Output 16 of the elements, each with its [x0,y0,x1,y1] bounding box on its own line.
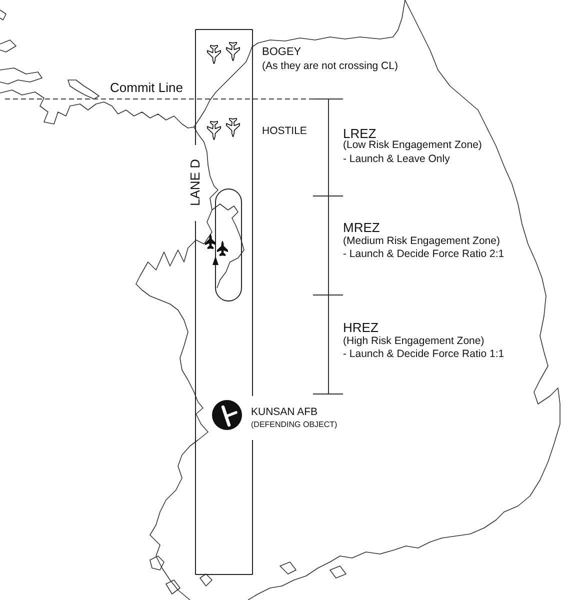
lane-label: LANE D [188,158,202,208]
line-label: Commit Line [110,80,183,95]
zone-title: HREZ [343,320,378,335]
zone-name: (Low Risk Engagement Zone) [343,139,482,151]
zone-name: (High Risk Engagement Zone) [343,335,484,347]
zone-title: LREZ [343,126,376,141]
track-status-label: BOGEY [262,46,302,59]
zone-name: (Medium Risk Engagement Zone) [343,235,500,247]
base-role: (DEFENDING OBJECT) [251,420,338,430]
zone-rule: - Launch & Decide Force Ratio 1:1 [343,348,504,360]
zone-rule: - Launch & Leave Only [343,153,450,165]
track-status-label: HOSTILE [262,125,307,137]
base-name: KUNSAN AFB [251,406,318,418]
zone-rule: - Launch & Decide Force Ratio 2:1 [343,248,504,260]
zone-title: MREZ [343,220,380,235]
status-note: (As they are not crossing CL) [262,60,398,72]
